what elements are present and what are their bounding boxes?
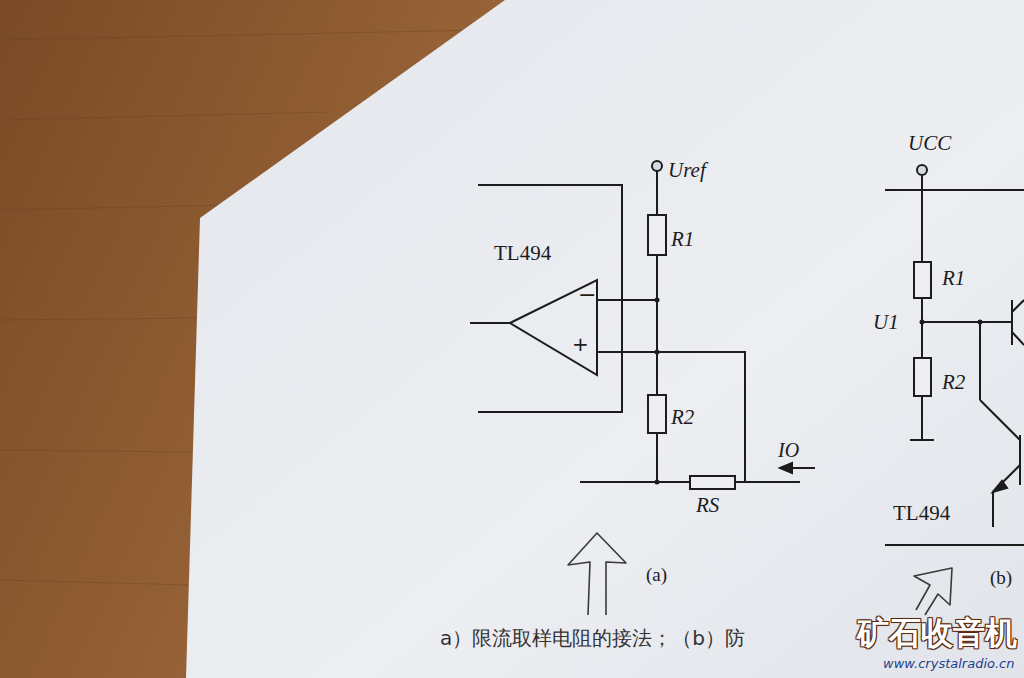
- signal-name: UCC: [908, 133, 951, 154]
- watermark: www.crystalradio.cn: [883, 657, 1014, 670]
- part-name: R2: [671, 407, 694, 428]
- figure-tag: (a): [646, 565, 667, 584]
- part-name: R1: [942, 268, 965, 289]
- part-name: R1: [671, 229, 694, 250]
- figure-tag: (b): [990, 568, 1012, 587]
- pin-sign: +: [572, 334, 589, 354]
- signal-name: IO: [778, 440, 799, 460]
- watermark: 矿石收音机: [857, 617, 1017, 649]
- part-name: R2: [942, 372, 965, 393]
- signal-name: Uref: [668, 160, 706, 181]
- chip-name: TL494: [494, 243, 551, 264]
- figure-caption: a）限流取样电阻的接法；（b）防: [440, 628, 745, 648]
- pin-sign: −: [578, 284, 596, 306]
- part-name: RS: [696, 495, 719, 516]
- signal-name: U1: [873, 312, 899, 333]
- op-amp-node: −+: [506, 276, 601, 380]
- chip-name: TL494: [893, 503, 950, 524]
